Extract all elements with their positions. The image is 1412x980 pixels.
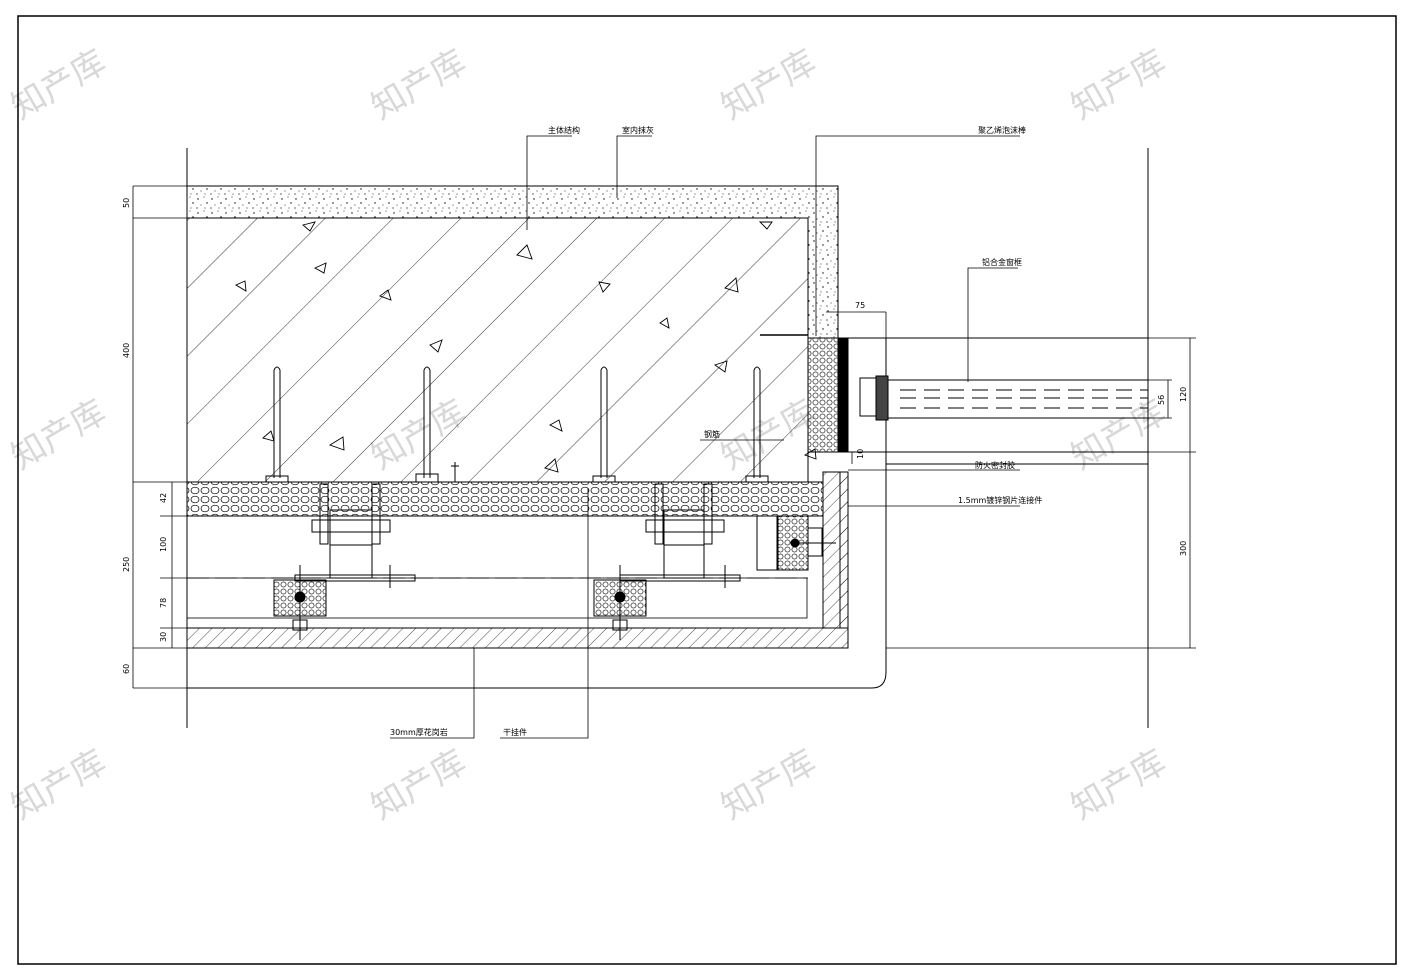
leader-lines xyxy=(390,135,1020,739)
watermark: 知产库 xyxy=(5,392,113,478)
dimension-42: 42 xyxy=(159,493,168,503)
dimension-60: 60 xyxy=(122,664,131,674)
watermark: 知产库 xyxy=(5,742,113,828)
callout-foam-rod: 聚乙烯泡沫棒 xyxy=(978,125,1026,135)
dimension-300: 300 xyxy=(1179,541,1188,556)
dimension-120: 120 xyxy=(1179,387,1188,402)
callout-steel-bracket: 1.5mm镀锌钢片连接件 xyxy=(958,495,1042,505)
dimension-75: 75 xyxy=(855,301,865,310)
dimension-50: 50 xyxy=(122,198,131,208)
insulated-glass xyxy=(887,379,1149,419)
dimension-30: 30 xyxy=(159,632,168,642)
dimension-78: 78 xyxy=(159,598,168,608)
callout-fire-seal: 防火密封胶 xyxy=(975,460,1015,470)
watermark: 知产库 xyxy=(365,42,473,128)
watermark: 知产库 xyxy=(1065,42,1173,128)
callout-steel-bar: 钢筋 xyxy=(704,429,720,439)
aluminum-window-frame xyxy=(837,337,1148,465)
dimension-400: 400 xyxy=(122,343,131,358)
pendant-bracket-1 xyxy=(273,483,416,640)
callout-aluminum-window: 铝合金窗框 xyxy=(982,257,1022,267)
right-dimension-chain xyxy=(826,300,1196,649)
watermark: 知产库 xyxy=(715,42,823,128)
pendant-bracket-2 xyxy=(593,483,741,640)
inner-liner xyxy=(186,577,808,619)
callout-main-structure: 主体结构 xyxy=(548,125,580,135)
concrete-aggregate-marks xyxy=(235,221,817,473)
granite-side xyxy=(822,471,849,629)
anchor-bolts xyxy=(265,366,769,483)
watermark: 知产库 xyxy=(365,742,473,828)
sheet-border xyxy=(17,15,1397,965)
side-bracket xyxy=(756,515,836,571)
left-dimension-chain xyxy=(132,185,212,689)
callout-interior-finish: 室内抹灰 xyxy=(622,125,654,135)
dimension-56: 56 xyxy=(1157,395,1166,405)
watermark: 知产库 xyxy=(715,742,823,828)
foam-insulation-layer xyxy=(186,481,824,517)
callout-pendant: 干挂件 xyxy=(503,727,527,737)
callout-stone-30mm: 30mm厚花岗岩 xyxy=(390,727,448,737)
watermark: 知产库 xyxy=(1065,742,1173,828)
panel-outline xyxy=(187,452,887,689)
dimension-10: 10 xyxy=(856,449,865,459)
foam-rod-sealant xyxy=(807,337,839,453)
watermark: 知产库 xyxy=(5,42,113,128)
dimension-250: 250 xyxy=(122,557,131,572)
dimension-100: 100 xyxy=(159,537,168,552)
